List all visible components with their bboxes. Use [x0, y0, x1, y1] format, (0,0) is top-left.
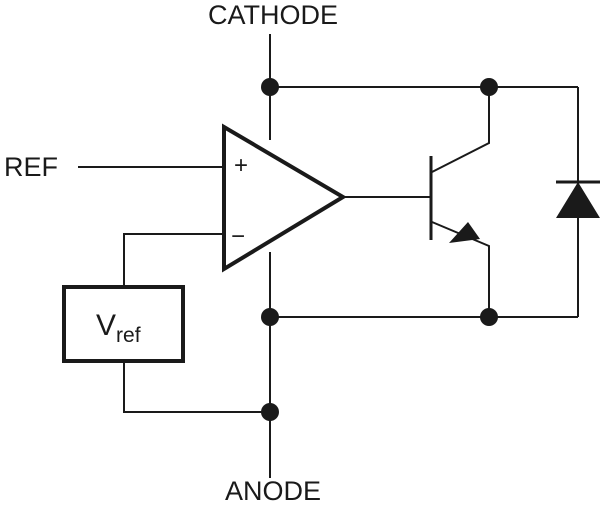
- cathode-label: CATHODE: [208, 0, 338, 30]
- emitter-wire: [431, 221, 490, 317]
- emitter-arrow-icon: [449, 222, 480, 243]
- collector-wire: [431, 87, 490, 173]
- op-amp-minus-sign: −: [231, 223, 245, 250]
- inverting-input-wire: [123, 233, 222, 287]
- ref-label: REF: [4, 152, 58, 182]
- junction-dot: [261, 308, 279, 326]
- vref-label: Vref: [96, 309, 141, 347]
- vref-main-text: V: [96, 309, 116, 342]
- vref-subscript: ref: [116, 324, 141, 347]
- vref-return-wire: [123, 361, 270, 413]
- op-amp-plus-sign: +: [234, 152, 248, 179]
- op-amp-triangle: [222, 123, 347, 273]
- junction-dot: [480, 78, 498, 96]
- wires: [78, 34, 579, 478]
- junction-dot: [261, 403, 279, 421]
- junction-dot: [480, 308, 498, 326]
- junction-dot: [261, 78, 279, 96]
- anode-label: ANODE: [225, 476, 321, 506]
- vref-box: [62, 285, 185, 363]
- diode-triangle-icon: [556, 182, 600, 218]
- junction-nodes: [261, 78, 498, 421]
